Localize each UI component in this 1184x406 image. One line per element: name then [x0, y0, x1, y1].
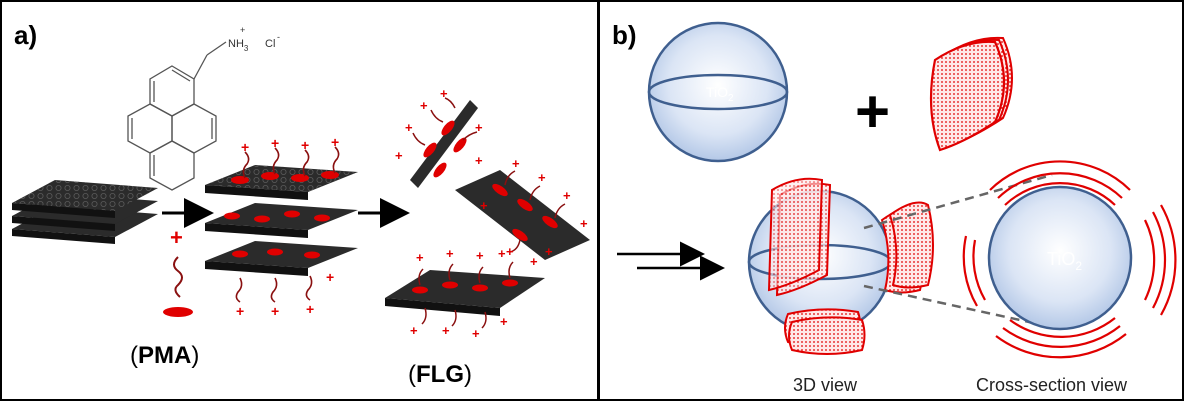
- svg-text:+: +: [475, 153, 483, 168]
- composite-3d-view: [747, 177, 934, 355]
- svg-text:+: +: [331, 134, 339, 150]
- svg-text:+: +: [395, 148, 403, 163]
- caption-3d-view: 3D view: [793, 375, 858, 395]
- panel-b-frame: [598, 0, 1184, 401]
- svg-text:+: +: [475, 120, 483, 135]
- exfoliated-graphene-sheets: ++++++ +++++++ +++++ ++++: [385, 86, 590, 341]
- svg-text:+: +: [416, 250, 424, 265]
- pma-charge: +: [170, 225, 183, 250]
- svg-text:+: +: [326, 269, 334, 285]
- svg-text:+: +: [271, 303, 279, 319]
- svg-text:+: +: [241, 139, 249, 155]
- svg-text:+: +: [476, 248, 484, 263]
- svg-text:+: +: [420, 98, 428, 113]
- svg-text:+: +: [410, 323, 418, 338]
- tio2-label-cross-section: TiO2: [1047, 249, 1082, 273]
- flg-caption: (FLG): [408, 361, 472, 388]
- chloride-charge: -: [277, 32, 280, 42]
- svg-text:+: +: [442, 323, 450, 338]
- svg-text:+: +: [538, 170, 546, 185]
- pma-molecule-icon: +: [163, 225, 193, 317]
- ammonium-label: NH3: [228, 38, 249, 53]
- svg-text:+: +: [563, 188, 571, 203]
- svg-text:+: +: [580, 216, 588, 231]
- svg-text:+: +: [506, 244, 514, 259]
- svg-text:+: +: [500, 314, 508, 329]
- svg-text:+: +: [498, 246, 506, 261]
- tio2-label: TiO2: [706, 84, 734, 104]
- pma-caption: (PMA): [130, 342, 199, 369]
- projection-line-top: [863, 173, 1053, 230]
- caption-cross-section-view: Cross-section view: [976, 375, 1128, 395]
- svg-text:+: +: [512, 156, 520, 171]
- svg-text:+: +: [236, 303, 244, 319]
- ammonium-charge: +: [240, 25, 245, 35]
- chloride-label: Cl: [265, 38, 275, 50]
- flg-flakes: [929, 36, 1013, 152]
- svg-text:+: +: [480, 198, 488, 213]
- svg-text:+: +: [530, 254, 538, 269]
- svg-text:+: +: [446, 246, 454, 261]
- graphite-stack: [12, 180, 158, 244]
- plus-sign: +: [855, 78, 890, 145]
- svg-text:+: +: [405, 120, 413, 135]
- intercalated-graphene-stack: + + + + + + + +: [205, 134, 358, 319]
- panel-b-label: b): [612, 20, 637, 50]
- svg-text:+: +: [472, 326, 480, 341]
- svg-text:+: +: [301, 137, 309, 153]
- svg-text:+: +: [440, 86, 448, 101]
- cross-section-view: [962, 160, 1177, 359]
- svg-text:+: +: [545, 244, 553, 259]
- projection-line-bottom: [863, 284, 1053, 329]
- pma-molecule-structure: [127, 41, 227, 191]
- tio2-sphere: [647, 21, 789, 163]
- svg-text:+: +: [306, 301, 314, 317]
- svg-text:+: +: [271, 135, 279, 151]
- panel-a-label: a): [14, 20, 37, 50]
